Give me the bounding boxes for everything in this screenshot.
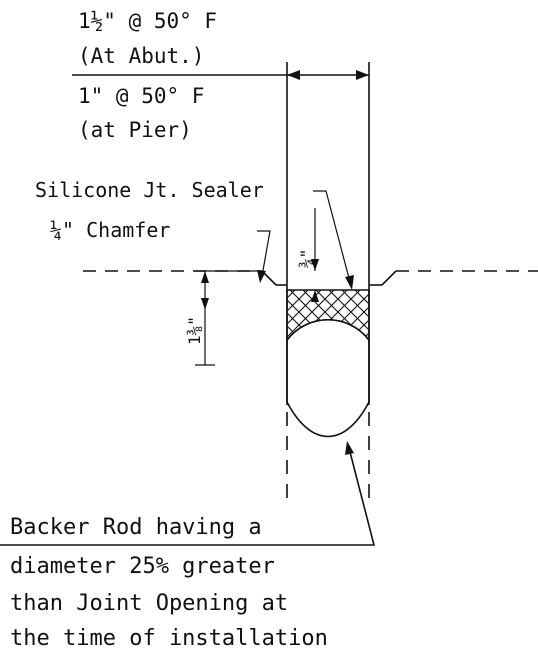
silicone-sealer-hatch [286, 289, 370, 343]
backer-rod-note-line-2: diameter 25% greater [10, 554, 275, 579]
backer-rod-leader-arrow [345, 441, 354, 455]
sealer-leader-line [313, 190, 351, 283]
sealer-depth-arrow-top [311, 259, 319, 271]
chamfer-callout-text: ¼" Chamfer [50, 218, 170, 242]
sealer-leader-arrow [345, 275, 354, 290]
chamfer-right [381, 270, 397, 286]
width-arrow-left [287, 70, 300, 80]
chamfer-leader-arrow [257, 270, 266, 283]
sealer-callout-text: Silicone Jt. Sealer [35, 178, 264, 202]
backer-rod-leader [0, 451, 376, 546]
width-arrow-right [356, 70, 369, 80]
backer-rod-note-line-1: Backer Rod having a [10, 515, 262, 540]
backer-rod-note-line-4: the time of installation [10, 626, 328, 651]
total-depth-arrow-mid [201, 298, 209, 310]
pier-qualifier-text: (at Pier) [78, 118, 192, 142]
abutment-gap-text: 1½" @ 50° F [78, 9, 217, 33]
pier-gap-text: 1" @ 50° F [78, 84, 204, 108]
sealer-depth-text: ¾" [297, 249, 316, 268]
backer-rod [286, 319, 370, 438]
abutment-qualifier-text: (At Abut.) [78, 44, 204, 68]
total-depth-text: 1⅜" [185, 316, 204, 345]
backer-rod-note-line-3: than Joint Opening at [10, 591, 288, 616]
total-depth-arrow-top [201, 271, 209, 283]
chamfer-leader-line [257, 230, 271, 277]
chamfer-left [261, 270, 277, 286]
